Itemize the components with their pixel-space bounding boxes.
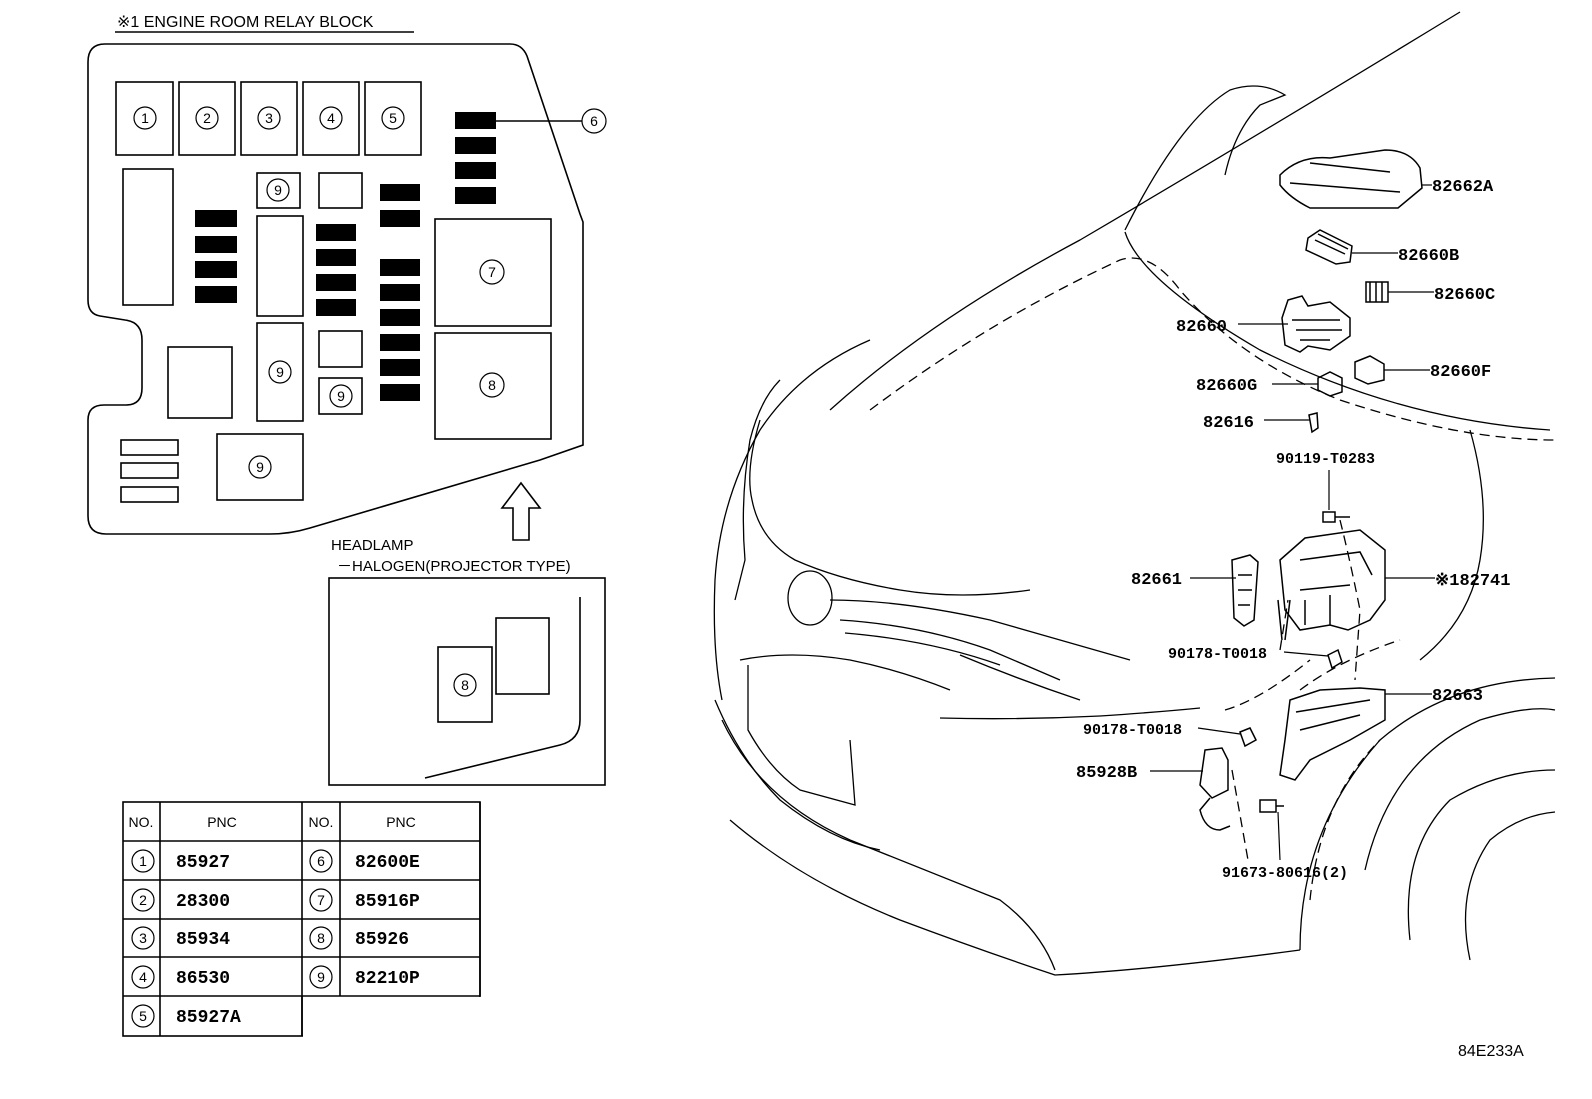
circle-label: 9 [274,182,282,198]
table-row-no: 6 [317,853,325,869]
table-row-pnc: 85916P [355,892,420,912]
arrow-up-icon [500,481,542,541]
callout-label: 82662A [1432,178,1494,197]
relay-5 [364,81,422,156]
relay-block-outline [87,43,584,535]
table-row-pnc: 86530 [176,969,230,989]
relay-block-title: ※1 ENGINE ROOM RELAY BLOCK [117,14,374,31]
table-row-no: 4 [139,969,147,985]
relay-4 [302,81,360,156]
circle-markers [133,106,607,697]
parts [1199,149,1423,831]
relay-1 [115,81,174,156]
circle-label: 9 [276,364,284,380]
circle-label: 2 [203,110,211,126]
leader-lines [1150,184,1435,861]
table-header-no: NO. [129,814,154,830]
callout-label: 82660G [1196,377,1257,396]
reference-code: 84E233A [1458,1043,1524,1060]
circle-label: 1 [141,110,149,126]
callout-label: 82660F [1430,363,1491,382]
table-row-pnc: 28300 [176,892,230,912]
callout-label: 82663 [1432,687,1483,706]
relay-2 [178,81,236,156]
relay-8 [434,332,552,440]
table-row-pnc: 85926 [355,930,409,950]
table-row-pnc: 82600E [355,853,420,873]
callout-label: 82616 [1203,414,1254,433]
callout-label: 90178-T0018 [1168,646,1267,663]
table-row-no: 1 [139,853,147,869]
table-row-pnc: 85934 [176,930,230,950]
table-row-pnc: 85927 [176,853,230,873]
table-header-pnc: PNC [207,814,237,830]
table-row-no: 8 [317,930,325,946]
table-row-no: 3 [139,930,147,946]
callout-label: 82660C [1434,286,1495,305]
circle-label: 9 [256,459,264,475]
headlamp-subtitle: －HALOGEN(PROJECTOR TYPE) [337,558,571,575]
table-row-pnc: 85927A [176,1008,241,1028]
circle-label: 5 [389,110,397,126]
headlamp-inset [328,577,606,786]
relay-3 [240,81,298,156]
table-row-pnc: 82210P [355,969,420,989]
circle-label: 7 [488,264,496,280]
relay-7 [434,218,552,327]
table-row-no: 7 [317,892,325,908]
circle-label: 6 [590,113,598,129]
callout-label: ※182741 [1435,572,1510,591]
circle-label: 3 [265,110,273,126]
table-row-no: 5 [139,1008,147,1024]
callout-label: 90119-T0283 [1276,451,1375,468]
table-header-pnc: PNC [386,814,416,830]
circle-label: 9 [337,388,345,404]
fuse-array [195,112,496,401]
table-header-no: NO. [309,814,334,830]
callout-label: 90178-T0018 [1083,722,1182,739]
table-row-no: 9 [317,969,325,985]
vehicle-front-outline [713,11,1556,976]
callout-label: 91673-80616(2) [1222,865,1348,882]
callout-label: 82660B [1398,247,1459,266]
callout-label: 82660 [1176,318,1227,337]
callout-label: 82661 [1131,571,1182,590]
headlamp-title: HEADLAMP [331,537,414,554]
circle-label: 4 [327,110,335,126]
circle-label: 8 [461,677,469,693]
table-row-no: 2 [139,892,147,908]
circle-label: 8 [488,377,496,393]
callout-label: 85928B [1076,764,1137,783]
